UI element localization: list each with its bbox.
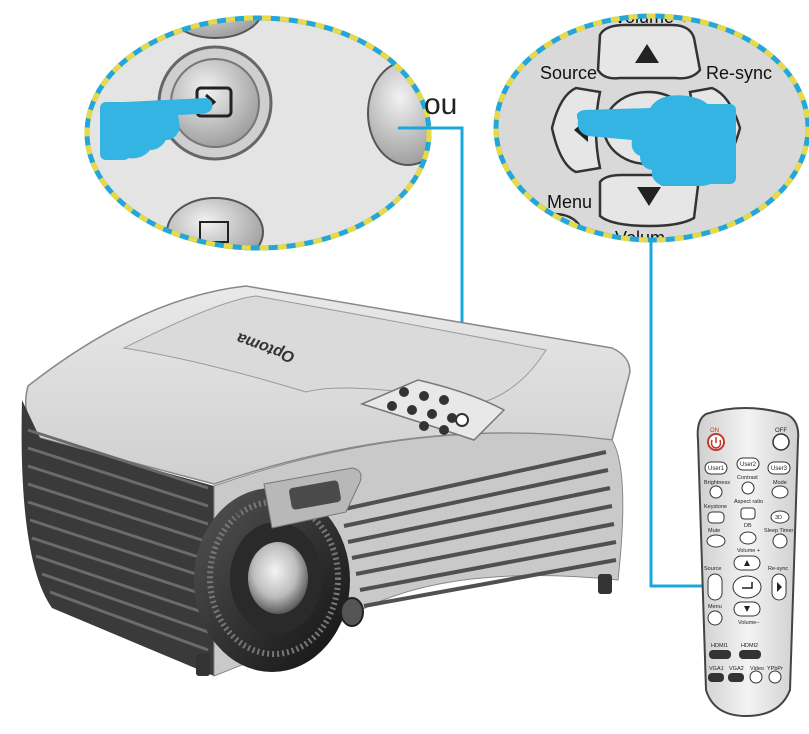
remote-control: ON OFF User1 User2 User3 Brightness Cont… bbox=[696, 407, 800, 718]
left-pointing-hand-icon bbox=[100, 98, 213, 160]
remote-vga2: VGA2 bbox=[729, 666, 744, 672]
projector-source-button bbox=[455, 413, 469, 427]
remote-sleep-timer: Sleep Timer bbox=[764, 528, 794, 534]
remote-resync-label: Re-sync bbox=[768, 566, 788, 572]
zoom-volume-up-label: Volume + bbox=[614, 7, 690, 27]
remote-vga1: VGA1 bbox=[709, 666, 724, 672]
front-vent-grille bbox=[27, 428, 209, 652]
remote-volume-minus: Volume− bbox=[738, 620, 760, 626]
remote-3d: 3D bbox=[775, 515, 782, 521]
remote-volume-plus: Volume + bbox=[737, 548, 760, 554]
zoom-projector-keypad bbox=[84, 15, 432, 251]
zoom-resync-label: Re-sync bbox=[706, 63, 772, 83]
remote-hdmi2: HDMI2 bbox=[741, 643, 758, 649]
remote-mute: Mute bbox=[708, 528, 720, 534]
remote-user2: User2 bbox=[740, 462, 757, 468]
remote-keystone: Keystone bbox=[704, 504, 727, 510]
remote-hdmi1: HDMI1 bbox=[711, 643, 728, 649]
remote-menu-label: Menu bbox=[708, 604, 722, 610]
remote-brightness: Brightness bbox=[704, 480, 730, 486]
remote-db: DB bbox=[744, 523, 752, 529]
projector-illustration: FOCUS Optoma bbox=[21, 285, 631, 677]
remote-video: Video bbox=[750, 666, 764, 672]
remote-power-off-icon bbox=[772, 433, 790, 451]
projector-lens bbox=[194, 488, 350, 672]
projector-keypad bbox=[359, 379, 506, 441]
remote-contrast: Contrast bbox=[737, 475, 758, 481]
keypad-source-button bbox=[157, 45, 273, 161]
zoom-menu-label: Menu bbox=[547, 192, 592, 212]
remote-on-label: ON bbox=[710, 428, 719, 434]
ir-receiver bbox=[340, 597, 364, 627]
zoom-source-label: Source bbox=[540, 63, 597, 83]
connector-remote-line bbox=[649, 238, 712, 588]
focus-ring bbox=[289, 480, 341, 510]
remote-source-button bbox=[707, 573, 723, 601]
remote-mode: Mode bbox=[773, 480, 787, 486]
remote-ypbpr: YPbPr bbox=[767, 666, 783, 672]
remote-user1: User1 bbox=[708, 466, 725, 472]
remote-off-label: OFF bbox=[775, 428, 787, 434]
connector-word-ou: ou bbox=[424, 88, 458, 121]
remote-aspect-ratio: Aspect ratio bbox=[734, 499, 763, 505]
remote-user3: User3 bbox=[771, 466, 788, 472]
side-vent-grille bbox=[339, 450, 617, 608]
remote-source-label: Source bbox=[704, 566, 721, 572]
right-pointing-hand-icon bbox=[576, 95, 736, 186]
